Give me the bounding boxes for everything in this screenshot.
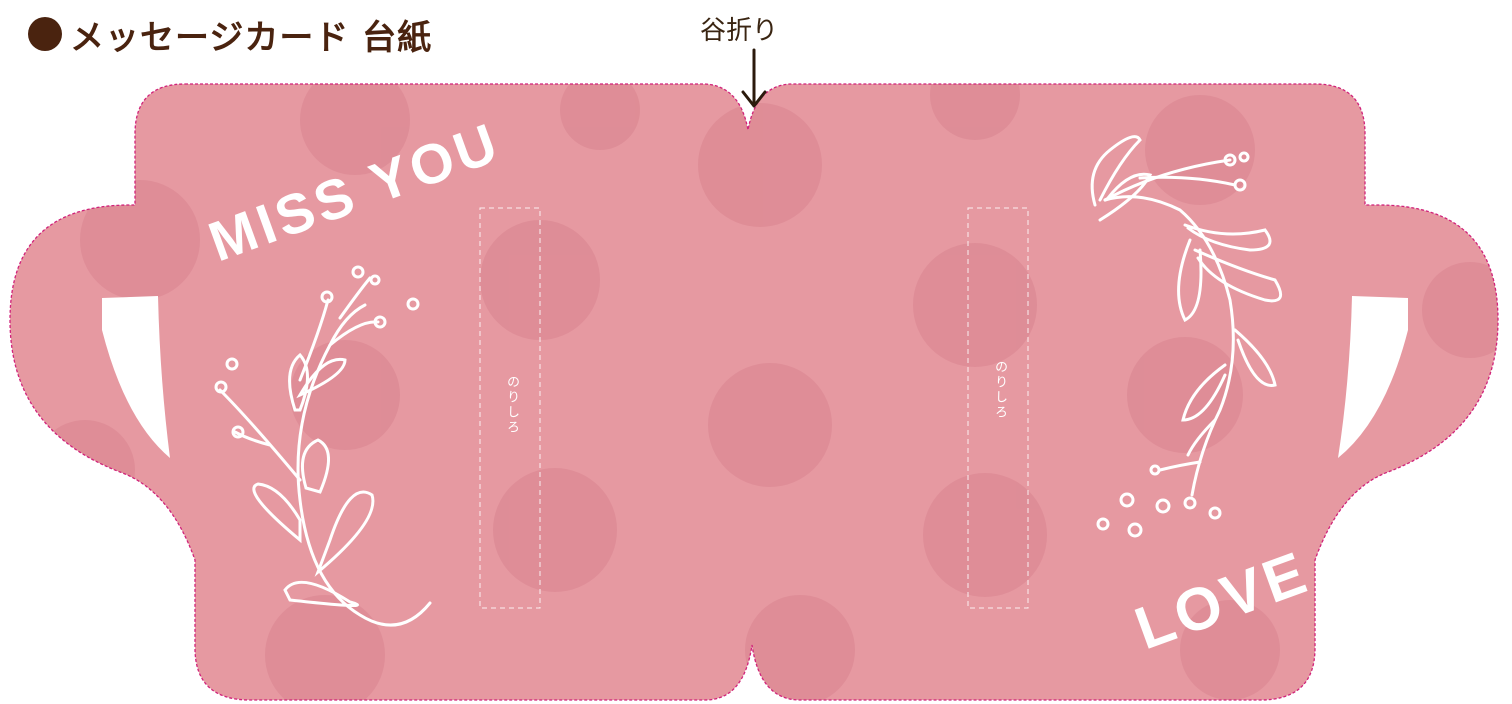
left-handle-hole: [102, 296, 170, 458]
bullet-icon: [28, 17, 62, 51]
page-title-text: メッセージカード 台紙: [70, 17, 433, 58]
glue-area-right-label: のりしろ: [992, 360, 1007, 420]
cut-line: [9, 83, 1499, 701]
left-botanical-illustration: [214, 265, 432, 627]
page-title: メッセージカード 台紙: [28, 10, 432, 58]
arrow-down-icon: [741, 48, 767, 108]
right-handle-hole: [1338, 296, 1408, 458]
glue-area-right: [967, 207, 1029, 609]
fold-label: 谷折り: [700, 16, 779, 46]
right-botanical-illustration: [1090, 135, 1283, 538]
glue-area-left-label: のりしろ: [504, 375, 519, 435]
glue-area-left: [479, 207, 541, 609]
polka-dot-pattern: [35, 84, 1498, 700]
